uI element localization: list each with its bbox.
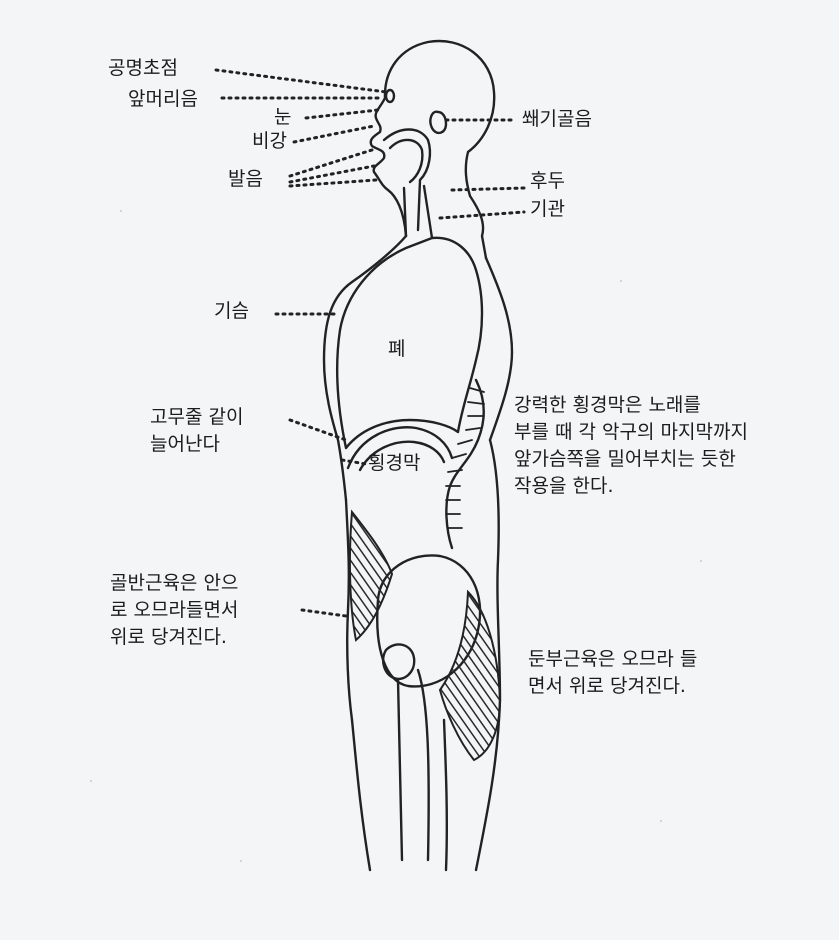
label-eye: 눈 xyxy=(274,104,291,131)
ear-outline xyxy=(430,112,446,133)
oral-cavity-inner xyxy=(390,140,422,182)
back-line xyxy=(486,258,512,440)
leader-larynx xyxy=(452,188,524,190)
label-trachea: 기관 xyxy=(530,196,565,223)
femur-head xyxy=(383,644,414,678)
label-chest: 기슴 xyxy=(214,298,249,325)
paper-speck xyxy=(700,560,702,562)
oral-cavity xyxy=(384,130,430,231)
paper-speck xyxy=(240,860,242,862)
trachea-back xyxy=(424,186,432,238)
paper-speck xyxy=(620,280,622,282)
lung-outline xyxy=(337,238,482,448)
gluteal-muscle-hatch xyxy=(440,592,500,760)
leader-rubber-band xyxy=(290,420,346,440)
label-lung: 폐 xyxy=(388,336,405,363)
label-gluteal-muscles: 둔부근육은 오므라 들 면서 위로 당겨진다. xyxy=(528,646,697,700)
leader-diaphragm xyxy=(342,460,366,464)
label-diaphragm: 횡경막 xyxy=(368,450,420,477)
label-diaphragm-note: 강력한 횡경막은 노래를 부를 때 각 악구의 마지막까지 앞가슴쪽을 밀어부치… xyxy=(514,392,748,500)
leader-articulation-3 xyxy=(290,180,376,186)
paper-speck xyxy=(660,820,662,822)
leader-pelvic xyxy=(302,610,346,616)
label-rubber-band: 고무줄 같이 늘어난다 xyxy=(150,404,243,458)
eye-outline xyxy=(386,90,394,102)
leader-nasal xyxy=(294,126,374,142)
label-forehead-resonance: 앞머리음 xyxy=(128,86,198,113)
face-profile xyxy=(371,98,406,236)
leg-inner xyxy=(444,720,447,870)
paper-speck xyxy=(120,210,122,212)
leader-eye xyxy=(306,110,378,118)
label-pelvic-muscles: 골반근육은 안으 로 오므라들면서 위로 당겨진다. xyxy=(110,570,238,651)
label-sphenoid-resonance: 쐐기골음 xyxy=(522,106,592,133)
femur-shaft xyxy=(398,670,429,860)
leader-resonance-focus xyxy=(216,70,386,92)
label-resonance-focus: 공명초점 xyxy=(108,55,178,82)
leader-articulation-1 xyxy=(290,150,372,176)
pelvic-muscle-hatch xyxy=(350,512,392,640)
paper-speck xyxy=(90,780,92,782)
leg-front xyxy=(352,720,370,870)
head-outline xyxy=(385,41,494,258)
label-nasal-cavity: 비강 xyxy=(252,128,287,155)
label-larynx: 후두 xyxy=(530,168,565,195)
label-articulation: 발음 xyxy=(228,166,263,193)
